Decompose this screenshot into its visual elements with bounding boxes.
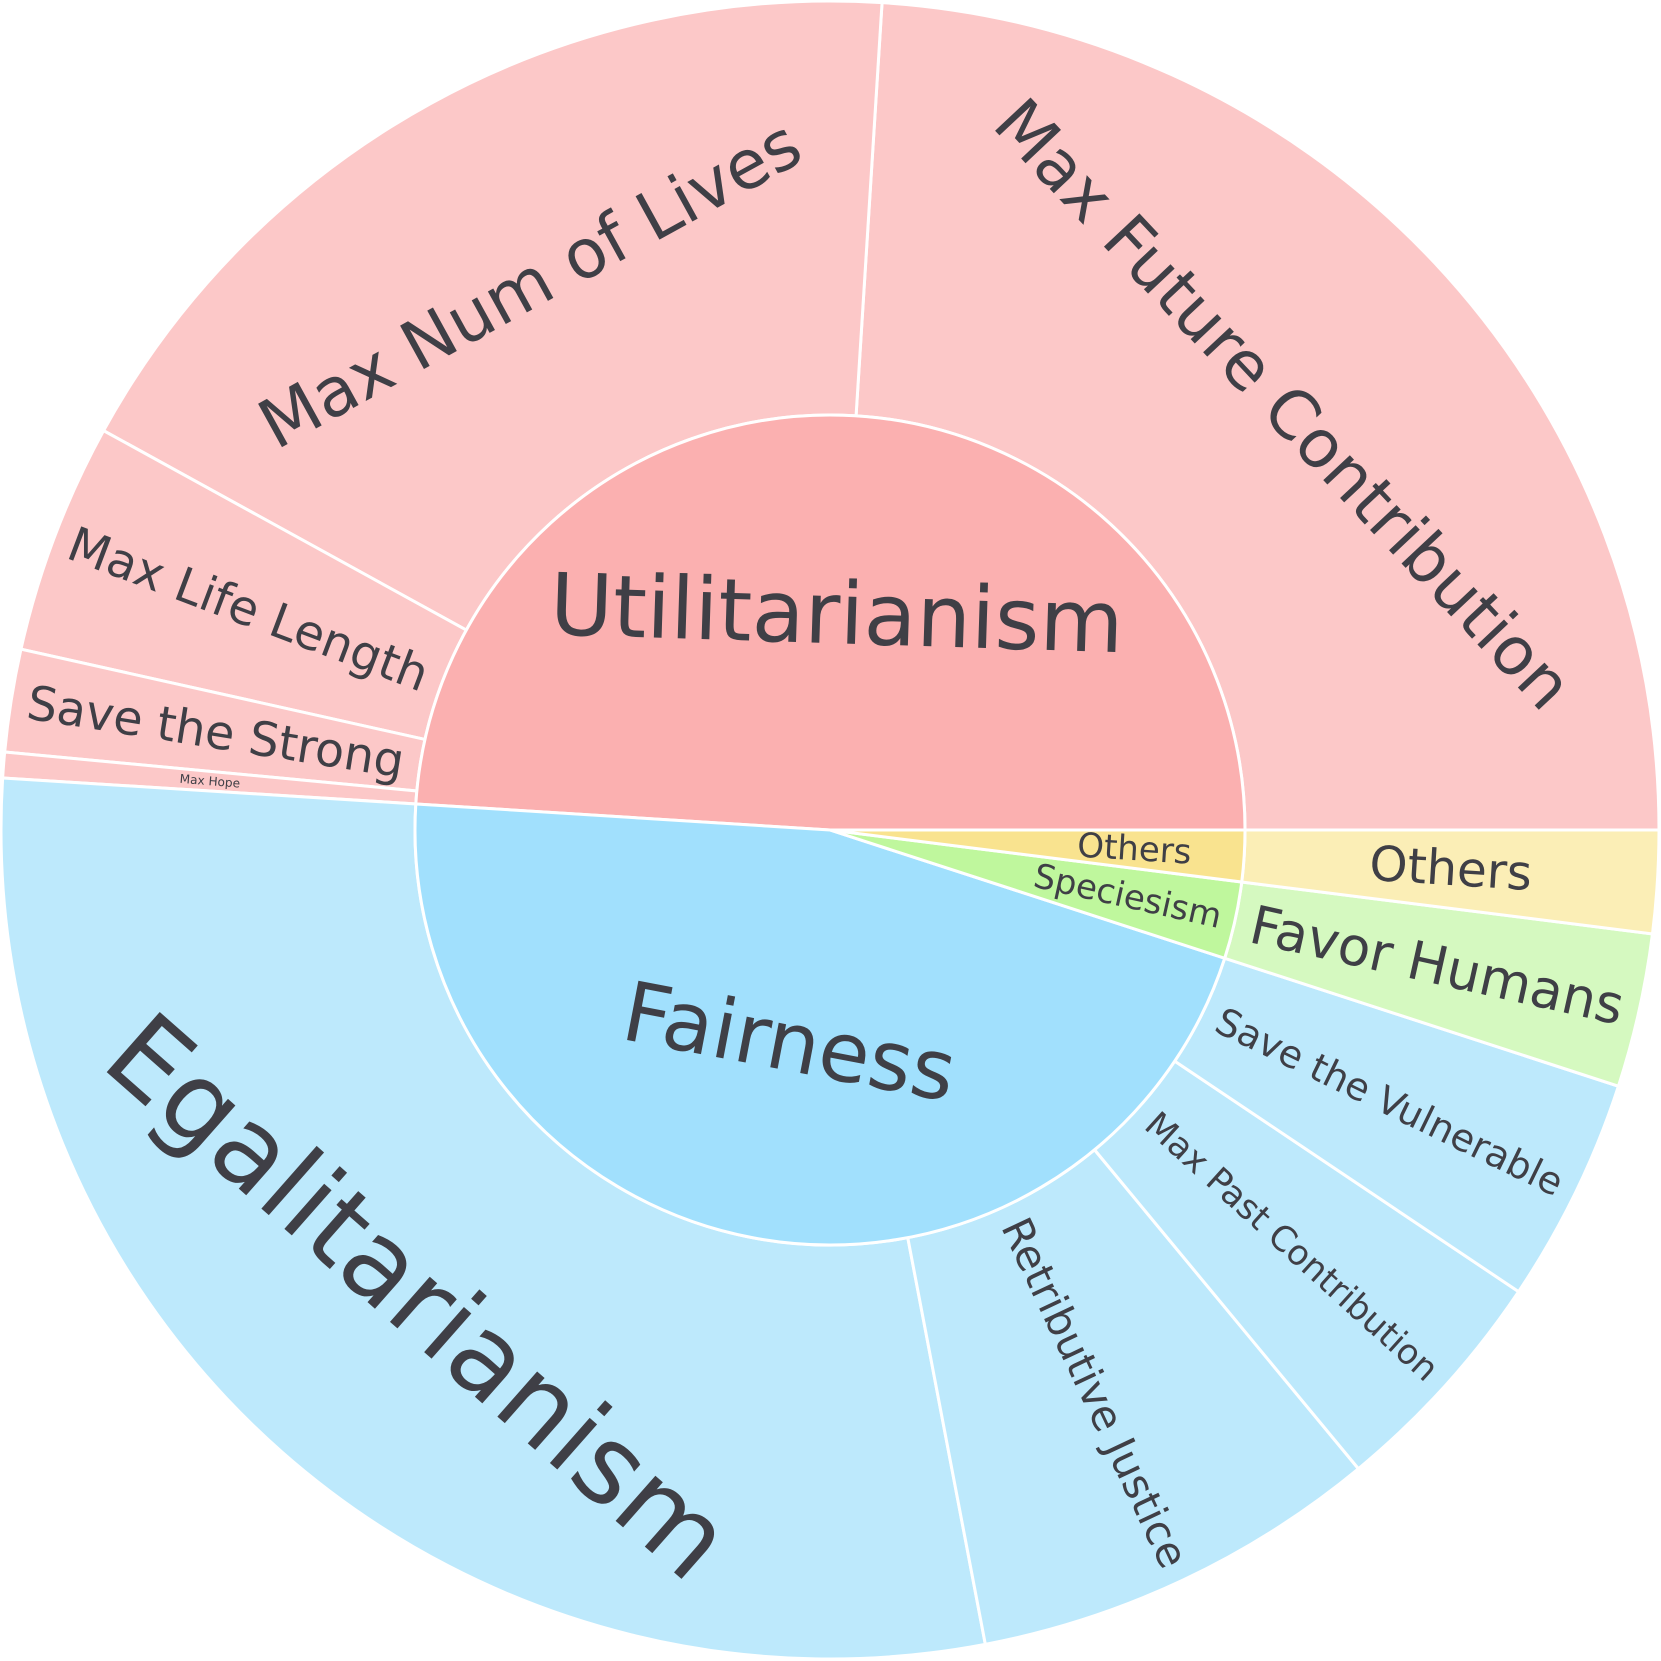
outer-label-utilitarianism-max-hope: Max Hope xyxy=(179,772,240,791)
outer-label-others-others: Others xyxy=(1368,836,1534,902)
inner-slice-others[interactable] xyxy=(829,828,1247,884)
inner-slice-utilitarianism[interactable] xyxy=(414,413,1247,832)
inner-label-others: Others xyxy=(1076,826,1193,873)
inner-label-utilitarianism: Utilitarianism xyxy=(548,555,1125,673)
inner-slice-fairness[interactable] xyxy=(413,802,1227,1247)
inner-ring xyxy=(413,413,1247,1247)
